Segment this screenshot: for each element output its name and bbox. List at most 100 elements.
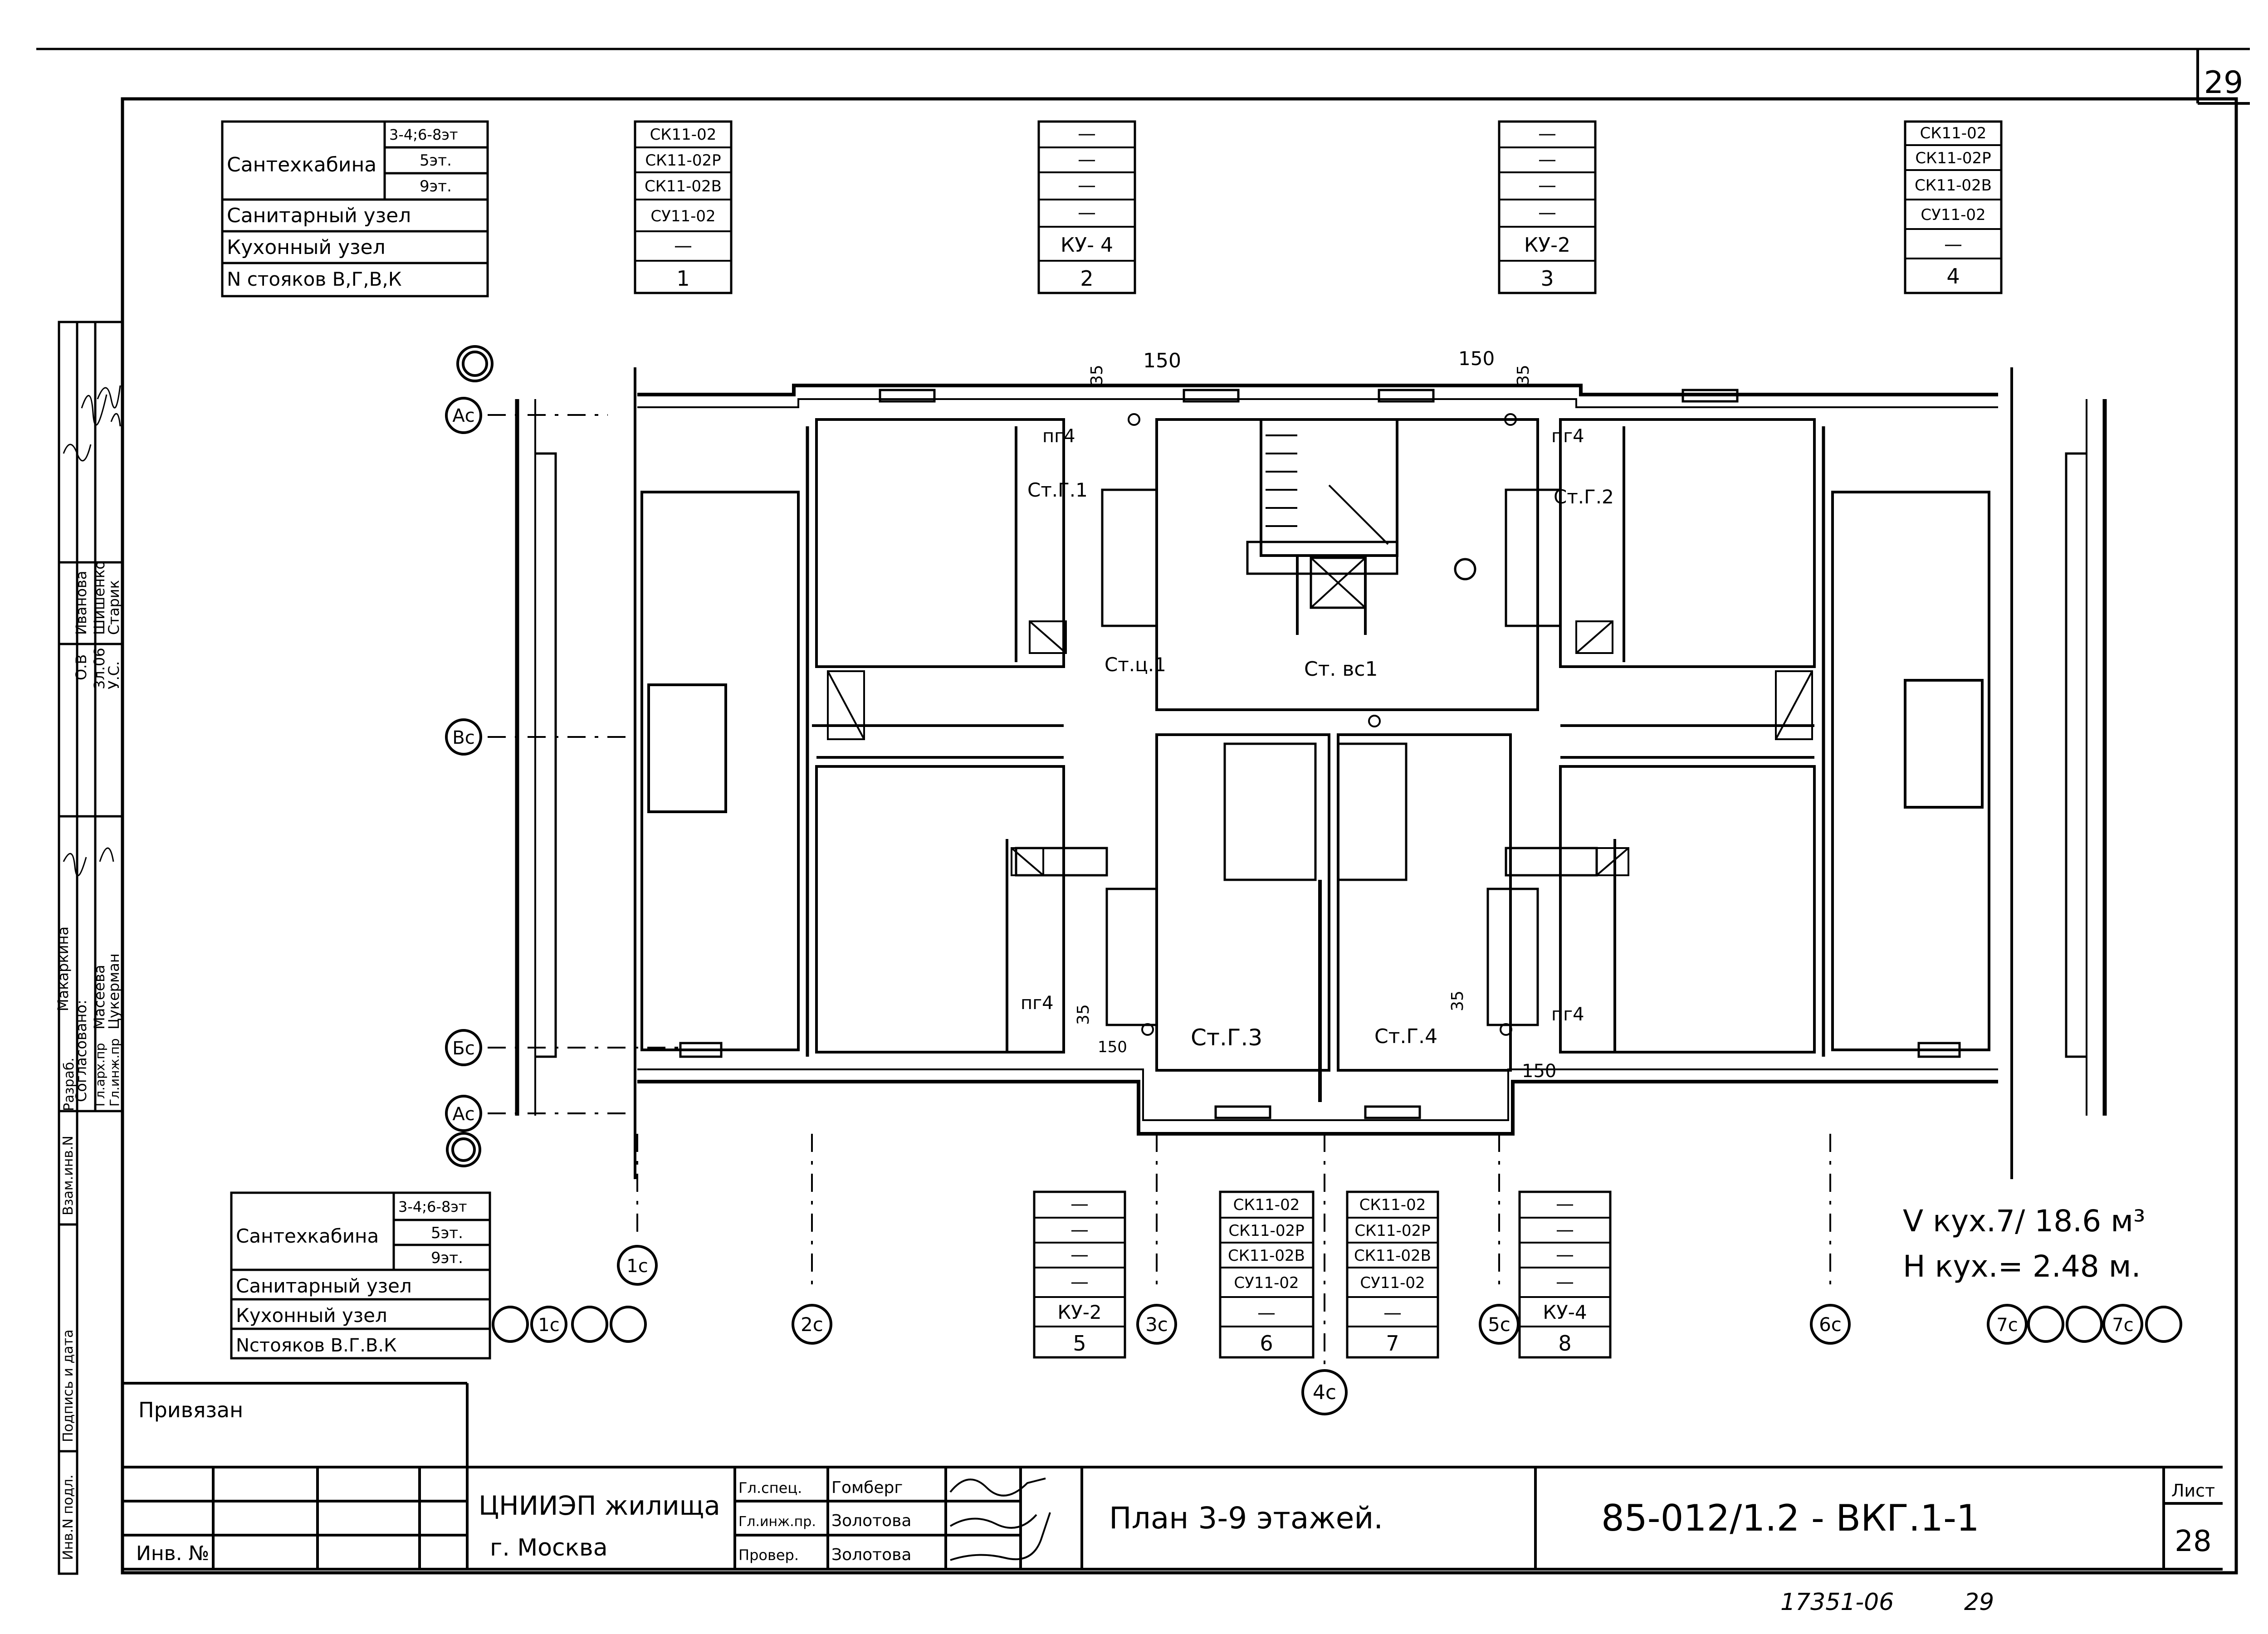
staff-role-2: Гл.инж.пр. (738, 1514, 816, 1530)
riser-table-bottom-6: СК11-02 СК11-02Р СК11-02В СУ11-02 — 6 (1219, 1190, 1315, 1359)
label-pg4-bottom-right: пг4 (1551, 1004, 1584, 1025)
riser-table-top-2: — — — — КУ- 4 2 (1037, 120, 1136, 294)
label-st-g3: Ст.Г.3 (1191, 1024, 1262, 1051)
riser-cell: — (1556, 1272, 1574, 1293)
axis-label-5c: 5с (1488, 1313, 1510, 1336)
label-pg4-bottom-left: пг4 (1021, 993, 1054, 1014)
riser-cell: — (1078, 202, 1096, 223)
riser-cell: СК11-02 (1359, 1196, 1426, 1214)
riser-cell: — (1538, 123, 1556, 144)
dim-35-bottom-left: 35 (1074, 1004, 1093, 1025)
legend-top-floor-3: 9эт. (420, 177, 452, 195)
dim-150-top-left: 150 (1143, 349, 1181, 372)
riser-cell: СК11-02В (1228, 1247, 1305, 1265)
axis-label-7c-a: 7с (1996, 1315, 2018, 1336)
axis-label-3c: 3с (1145, 1313, 1168, 1336)
dim-150-bottom-right: 150 (1522, 1061, 1556, 1082)
dim-35-bottom-right: 35 (1448, 990, 1467, 1011)
legend-bottom-floor-1: 3-4;6-8эт (398, 1198, 467, 1215)
stamp-sign-date: Подпись и дата (60, 1330, 76, 1443)
riser-cell: — (1070, 1272, 1089, 1293)
riser-cell: СК11-02В (1354, 1247, 1431, 1265)
title-block: Привязан Инв. № ЦНИИЭП жилища г. Москва … (122, 1382, 2223, 1571)
label-st-g2: Ст.Г.2 (1554, 486, 1614, 508)
riser-cell: — (1556, 1194, 1574, 1215)
riser-cell: СК11-02Р (645, 151, 721, 170)
legend-bottom-floor-2: 5эт. (431, 1224, 463, 1242)
axis-label-a-bottom: Ас (452, 1104, 474, 1125)
riser-cell: СК11-02Р (1915, 149, 1991, 167)
riser-cell: КУ- 4 (1061, 234, 1113, 257)
label-st-g1: Ст.Г.1 (1027, 479, 1088, 501)
doc-code: 85-012/1.2 - ВКГ.1-1 (1601, 1497, 1980, 1539)
riser-cell: КУ-2 (1524, 234, 1570, 257)
org-name: ЦНИИЭП жилища (479, 1490, 720, 1521)
riser-cell: — (1078, 149, 1096, 170)
list-label: Лист (2171, 1481, 2215, 1501)
staff-name-1: Гомберг (831, 1478, 903, 1497)
riser-cell: СУ11-02 (1234, 1274, 1299, 1292)
signature-scribbles (63, 385, 121, 877)
axis-label-1c-b: 1с (538, 1315, 559, 1336)
riser-cell: СК11-02 (650, 126, 717, 144)
riser-cell: — (1070, 1219, 1089, 1240)
stamp-name-starik: Старик (105, 580, 122, 635)
riser-cell: СК11-02В (1915, 176, 1992, 195)
riser-cell: — (1078, 123, 1096, 144)
axis-label-1c-a: 1с (626, 1256, 648, 1277)
stamp-inv-podl: Инв.N подл. (60, 1474, 76, 1560)
riser-cell: СУ11-02 (1921, 206, 1985, 224)
legend-top-floor-1: 3-4;6-8эт (389, 126, 458, 143)
stamp-role-dev: Разраб. (61, 1058, 77, 1111)
dim-150-top-right: 150 (1458, 347, 1495, 370)
legend-top-kitchen: Кухонный узел (227, 236, 386, 259)
staff-role-3: Провер. (738, 1546, 799, 1564)
staff-name-3: Золотова (831, 1546, 911, 1564)
inv-no-label: Инв. № (136, 1542, 209, 1565)
stamp-date-31: 3л.06 (91, 648, 108, 689)
axis-label-4c: 4с (1313, 1381, 1336, 1404)
dim-35-top-left: 35 (1088, 365, 1106, 385)
riser-cell: СУ11-02 (1360, 1274, 1425, 1292)
legend-bottom-cabin: Сантехкабина (236, 1225, 379, 1247)
axis-label-7c-b: 7с (2112, 1315, 2133, 1336)
label-st-g4: Ст.Г.4 (1374, 1025, 1437, 1048)
axis-markers-bottom (492, 1245, 2182, 1415)
footer-handwritten-code: 17351-06 (1780, 1589, 1894, 1616)
riser-number: 1 (676, 266, 689, 291)
staff-name-2: Золотова (831, 1512, 911, 1530)
riser-cell: СК11-02Р (1354, 1222, 1430, 1240)
riser-cell: — (1078, 175, 1096, 196)
legend-bottom-sanitary: Санитарный узел (236, 1275, 412, 1297)
riser-cell: СУ11-02 (650, 207, 715, 225)
riser-cell: КУ-4 (1543, 1301, 1587, 1323)
legend-bottom-floor-3: 9эт. (431, 1249, 463, 1267)
stamp-name-tsukerman: Цукерман (105, 953, 122, 1029)
riser-cell: — (1257, 1302, 1276, 1323)
list-number: 28 (2175, 1525, 2211, 1558)
riser-cell: — (1070, 1244, 1089, 1265)
riser-table-bottom-5: — — — — КУ-2 5 (1033, 1190, 1126, 1359)
staff-signatures (949, 1478, 1051, 1561)
legend-top: Сантехкабина 3-4;6-8эт 5эт. 9эт. Санитар… (221, 120, 489, 298)
legend-bottom: Сантехкабина 3-4;6-8эт 5эт. 9эт. Санитар… (230, 1191, 491, 1360)
legend-bottom-kitchen: Кухонный узел (236, 1304, 387, 1327)
stamp-date-ov: О.В (73, 654, 90, 680)
dim-35-top-right: 35 (1514, 365, 1533, 385)
legend-top-sanitary: Санитарный узел (227, 204, 411, 227)
stamp-vzam-inv: Взам.инв.N (60, 1136, 76, 1215)
staff-role-1: Гл.спец. (738, 1479, 802, 1497)
riser-table-top-3: — — — — КУ-2 3 (1498, 120, 1597, 294)
riser-cell: — (1556, 1244, 1574, 1265)
riser-cell: — (1944, 234, 1962, 255)
legend-top-floor-2: 5эт. (420, 151, 452, 170)
stamp-name-ivanova: Иванова (73, 571, 90, 635)
riser-cell: КУ-2 (1057, 1301, 1101, 1323)
legend-bottom-risers: Nстояков В.Г.В.К (236, 1335, 397, 1356)
footer-handwritten-page: 29 (1964, 1589, 1994, 1616)
legend-top-risers: N стояков В,Г,В,К (227, 268, 402, 290)
riser-number: 4 (1946, 264, 1960, 288)
label-pg4-top-left: пг4 (1042, 426, 1075, 447)
riser-cell: СК11-02 (1920, 124, 1987, 142)
